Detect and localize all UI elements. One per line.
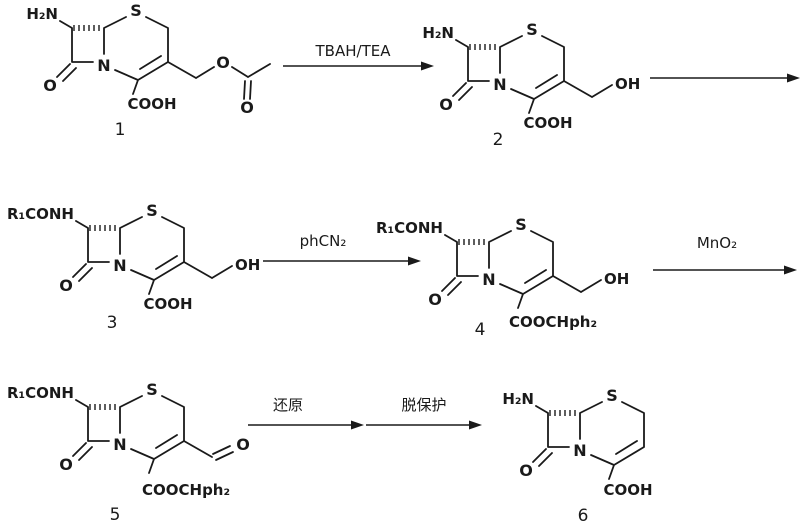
cephem-core-bonds bbox=[532, 401, 645, 480]
nitrogen-label: N bbox=[97, 56, 110, 75]
reaction-arrow-1: TBAH/TEA bbox=[283, 42, 434, 71]
structure-3: R₁CONH S N O OH COOH 3 bbox=[7, 201, 260, 333]
acid-label: COOH bbox=[603, 481, 652, 499]
structure-5: R₁CONH S N O O COOCHph₂ 5 bbox=[7, 380, 250, 525]
cephem-core-bonds bbox=[452, 35, 565, 114]
reaction-arrow-6: 脱保护 bbox=[366, 396, 482, 430]
structure-6: H₂N S N O COOH 6 bbox=[502, 386, 652, 526]
arrow-3-head bbox=[408, 256, 421, 266]
acid-label: COOH bbox=[523, 114, 572, 132]
stereo-hash-ticks bbox=[549, 410, 576, 416]
compound-number: 4 bbox=[475, 320, 486, 340]
stereo-hash-ticks bbox=[89, 225, 116, 231]
acid-label: COOH bbox=[143, 295, 192, 313]
lactam-oxygen-label: O bbox=[428, 290, 442, 309]
compound-number: 1 bbox=[115, 120, 126, 140]
sulfur-label: S bbox=[606, 386, 618, 405]
reaction-arrow-3: phCN₂ bbox=[263, 232, 421, 266]
arrow-6-head bbox=[469, 420, 482, 430]
structure-1: H₂N S N O O O COOH 1 bbox=[26, 1, 271, 140]
compound-number: 2 bbox=[493, 130, 504, 150]
stereo-hash-ticks bbox=[469, 44, 496, 50]
nitrogen-label: N bbox=[482, 270, 495, 289]
reaction-arrow-4: MnO₂ bbox=[653, 234, 797, 275]
amine-label: R₁CONH bbox=[7, 384, 74, 402]
reaction-arrow-2 bbox=[650, 73, 800, 83]
compound-number: 3 bbox=[107, 313, 118, 333]
sulfur-label: S bbox=[146, 380, 158, 399]
hydroxymethyl-bonds bbox=[183, 261, 233, 279]
cephem-core-bonds bbox=[72, 216, 185, 295]
sulfur-label: S bbox=[526, 20, 538, 39]
compound-number: 5 bbox=[110, 505, 121, 525]
lactam-oxygen-label: O bbox=[59, 276, 73, 295]
cephem-core-bonds bbox=[72, 395, 185, 474]
lactam-oxygen-label: O bbox=[59, 455, 73, 474]
formyl-bonds bbox=[183, 440, 234, 461]
amine-label: H₂N bbox=[26, 5, 58, 23]
arrow-3-label: phCN₂ bbox=[300, 232, 347, 250]
stereo-hash-ticks bbox=[73, 25, 100, 31]
amine-label: R₁CONH bbox=[376, 219, 443, 237]
acetyl-oxygen-label: O bbox=[240, 98, 254, 117]
sulfur-label: S bbox=[146, 201, 158, 220]
ester-oxygen-label: O bbox=[216, 53, 230, 72]
nitrogen-label: N bbox=[493, 75, 506, 94]
hydroxyl-label: OH bbox=[604, 270, 629, 288]
cephem-core-bonds bbox=[56, 16, 169, 95]
nitrogen-label: N bbox=[573, 441, 586, 460]
arrow-6-label: 脱保护 bbox=[401, 396, 446, 414]
acid-label: COOH bbox=[127, 95, 176, 113]
lactam-oxygen-label: O bbox=[43, 76, 57, 95]
sulfur-label: S bbox=[515, 215, 527, 234]
amine-label: R₁CONH bbox=[7, 205, 74, 223]
lactam-oxygen-label: O bbox=[439, 95, 453, 114]
reaction-arrow-5: 还原 bbox=[248, 396, 364, 430]
amine-label: H₂N bbox=[422, 24, 454, 42]
acetoxymethyl-bonds bbox=[167, 61, 271, 100]
arrow-4-label: MnO₂ bbox=[697, 234, 737, 252]
sulfur-label: S bbox=[130, 1, 142, 20]
arrow-2-head bbox=[787, 73, 800, 83]
arrow-4-head bbox=[784, 265, 797, 275]
arrow-5-label: 还原 bbox=[273, 396, 303, 414]
hydroxyl-label: OH bbox=[235, 256, 260, 274]
structure-2: H₂N S N O OH COOH 2 bbox=[422, 20, 640, 150]
amine-label: H₂N bbox=[502, 390, 534, 408]
hydroxymethyl-bonds bbox=[552, 275, 602, 293]
nitrogen-label: N bbox=[113, 256, 126, 275]
aldehyde-oxygen-label: O bbox=[236, 435, 250, 454]
lactam-oxygen-label: O bbox=[519, 461, 533, 480]
structure-4: R₁CONH S N O OH COOCHph₂ 4 bbox=[376, 215, 629, 340]
arrow-1-head bbox=[421, 61, 434, 71]
stereo-hash-ticks bbox=[458, 239, 485, 245]
hydroxyl-label: OH bbox=[615, 75, 640, 93]
nitrogen-label: N bbox=[113, 435, 126, 454]
cephem-core-bonds bbox=[441, 230, 554, 309]
hydroxymethyl-bonds bbox=[563, 80, 613, 98]
arrow-5-head bbox=[351, 420, 364, 430]
acid-label: COOCHph₂ bbox=[142, 481, 230, 499]
acid-label: COOCHph₂ bbox=[509, 313, 597, 331]
arrow-1-label: TBAH/TEA bbox=[315, 42, 392, 60]
compound-number: 6 bbox=[578, 506, 589, 526]
stereo-hash-ticks bbox=[89, 404, 116, 410]
